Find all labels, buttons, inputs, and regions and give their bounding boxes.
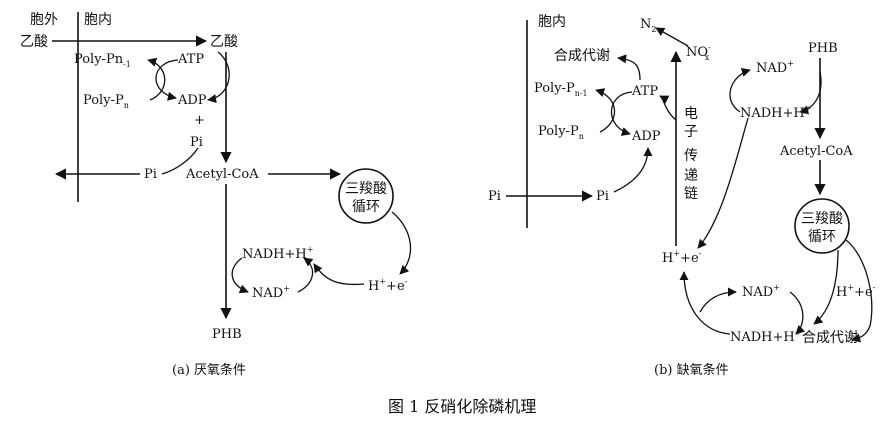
he-to-nad-bottom-curve-b [699,287,737,313]
atp-a: ATP [177,52,204,67]
he-a: H++e- [368,277,408,294]
nadh-to-nad-curve-b [729,68,751,113]
caption-b: (b) 缺氧条件 [654,362,729,378]
pi-outside-b: Pi [488,189,501,204]
atp-to-adp-curve-a [155,59,179,101]
n2-b: N2 [640,17,656,34]
phb-b: PHB [808,41,838,56]
tca-to-anabolism-curve-b [813,249,839,325]
polyp-to-polypn1-curve-a [147,57,166,101]
he-right-b: H++e- [836,283,876,300]
nadh-to-he-curve-b [697,117,749,249]
acetyl-coa-b: Acetyl-CoA [779,144,853,159]
no3-to-n2-arrow [655,27,689,47]
phb-a: PHB [212,327,242,342]
pi-inside-b: Pi [596,189,609,204]
acetate-inside: 乙酸 [210,34,238,50]
etc-label: 电 子 传 递 链 [684,106,698,202]
no3-b: NO-x [686,43,711,62]
atp-to-anabolism-curve-b [617,54,641,81]
tca-cycle-circle-b [794,198,850,254]
tca-to-he-right-curve-b [845,239,873,343]
poly-pn1-a: Poly-Pn-1 [74,52,131,69]
pi-to-adp-curve-b [613,147,653,193]
tca-label-line1-a: 三羧酸 [345,181,387,197]
svg-text:子: 子 [684,124,698,140]
nad-a: NAD+ [252,284,290,301]
inside-label-a: 胞内 [84,12,112,28]
tca-to-he-curve-a [391,211,412,275]
svg-text:电: 电 [684,106,698,122]
tca-cycle-circle-a [338,168,394,224]
etc-to-atp-branch [659,95,677,121]
svg-text:链: 链 [684,186,698,202]
panel-a-anaerobic: 胞外 胞内 乙酸 乙酸 Poly-Pn-1 ATP Poly-Pn ADP + … [20,12,412,378]
nadh-bottom-to-he-curve-b [679,271,731,335]
plus-sign-a: + [194,113,205,128]
atp-to-adp-curve-b [610,91,633,136]
adp-a: ADP [177,93,207,108]
nadh-a: NADH+H+ [242,245,313,262]
figure-title: 图 1 反硝化除磷机理 [388,397,536,416]
nad-top-b: NAD+ [756,59,794,76]
poly-pn-a: Poly-Pn [83,93,129,110]
acetate-to-adp-curve-a [207,51,230,104]
acetyl-coa-a: Acetyl-CoA [185,167,259,182]
panel-b-anoxic: 胞内 N2 NO-x 合成代谢 Poly-Pn-1 ATP Poly-Pn AD… [488,14,876,378]
nadh-bottom-b: NADH+H+ [730,328,801,345]
nadh-top-b: NADH+H+ [740,104,811,121]
caption-a: (a) 厌氧条件 [172,362,246,378]
adp-b: ADP [631,129,661,144]
tca-to-nadh-bottom-curve-b [789,291,806,335]
nadh-to-nad-curve-a [231,257,249,294]
polyp-to-polypn1-curve-b [595,88,616,133]
pi-inside-a: Pi [190,135,203,150]
svg-text:递: 递 [684,168,698,184]
outside-label-a: 胞外 [30,12,58,28]
tca-label-line2-b: 循环 [808,229,836,245]
pi-to-pi-curve-a [161,147,199,175]
he-b: H++e- [662,249,702,266]
poly-pn1-b: Poly-Pn-1 [534,81,588,98]
acetate-outside: 乙酸 [20,34,48,50]
phb-to-nadh-curve-b [799,71,822,115]
anabolism-top-b: 合成代谢 [554,48,610,64]
svg-text:传: 传 [684,148,698,164]
nad-to-nadh-curve-a [297,257,314,293]
poly-pn-b: Poly-Pn [538,124,584,141]
anabolism-bottom-b: 合成代谢 [802,330,858,346]
he-to-nadh-curve-a [313,263,365,286]
atp-b: ATP [631,84,658,99]
inside-label-b: 胞内 [538,14,566,30]
nad-bottom-b: NAD+ [742,283,780,300]
tca-label-line2-a: 循环 [352,199,380,215]
pi-outside-a: Pi [144,167,157,182]
tca-label-line1-b: 三羧酸 [801,211,843,227]
